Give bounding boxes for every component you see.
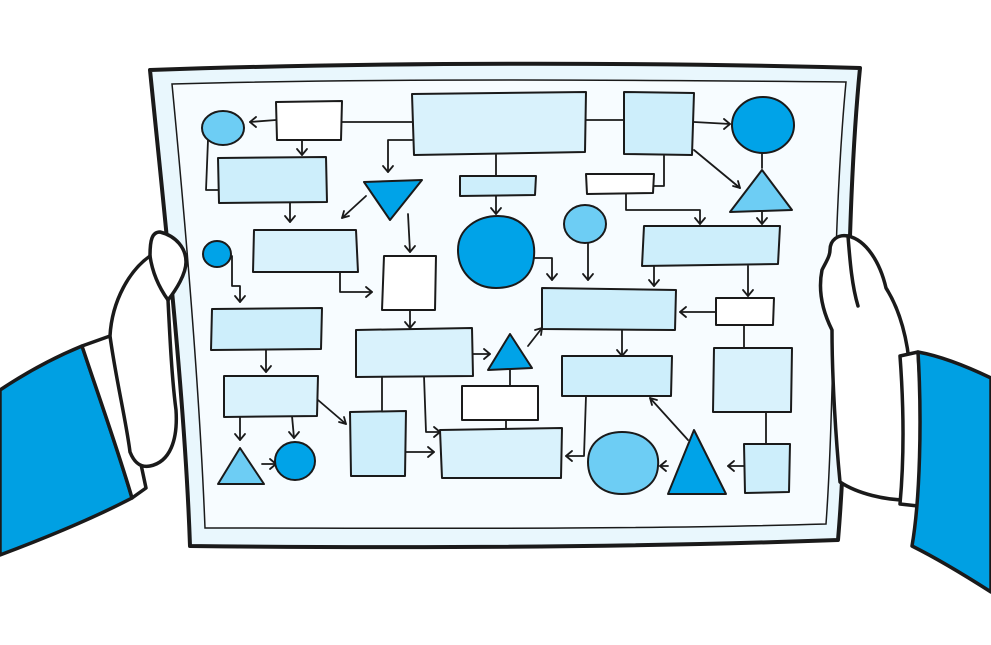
connector-line — [546, 273, 558, 281]
right-sleeve — [910, 350, 991, 594]
extract-triangle — [729, 169, 793, 213]
connector-line — [260, 365, 272, 373]
connector-line — [341, 195, 367, 219]
extract-triangle — [667, 429, 727, 495]
connector-line — [249, 119, 277, 123]
connector-line — [284, 215, 296, 223]
process-box — [641, 225, 781, 267]
connector-line — [205, 139, 219, 191]
process-box — [623, 91, 695, 156]
merge-triangle — [363, 179, 423, 221]
process-box — [355, 327, 474, 378]
extract-triangle — [217, 447, 265, 485]
decision-circle — [202, 240, 232, 268]
connector-line — [407, 213, 411, 253]
process-box — [381, 255, 437, 311]
decision-circle — [274, 441, 316, 481]
process-box — [585, 173, 655, 195]
connector-line — [659, 460, 667, 472]
connector-line — [693, 121, 731, 125]
left-hand — [0, 230, 188, 557]
decision-circle — [731, 96, 795, 154]
process-box — [252, 229, 359, 273]
connector-line — [727, 460, 735, 472]
decision-circle — [456, 214, 536, 290]
right-thumb-line — [846, 234, 860, 308]
connector-line — [339, 271, 373, 293]
extract-triangle — [487, 333, 533, 371]
connector-line — [288, 431, 300, 439]
connector-line — [365, 286, 373, 298]
connector-line — [732, 180, 741, 189]
right-hand — [818, 233, 991, 594]
connector-line — [648, 279, 660, 287]
connector-line — [427, 446, 435, 458]
connector-line — [679, 306, 687, 318]
connector-line — [649, 397, 658, 406]
connector-line — [296, 148, 308, 156]
connector-line — [533, 257, 553, 281]
connector-line — [694, 217, 706, 225]
connector-line — [649, 397, 689, 441]
connector-line — [423, 375, 441, 433]
connector-line — [490, 207, 502, 215]
process-box — [712, 347, 793, 413]
process-box — [349, 410, 407, 477]
flowchart-boxes — [210, 91, 793, 494]
decision-circle — [563, 204, 607, 244]
connector-line — [317, 399, 347, 425]
connector-line — [693, 149, 741, 189]
process-box — [411, 91, 587, 156]
connector-line — [625, 193, 701, 225]
connector-line — [234, 295, 246, 303]
process-box — [439, 427, 563, 479]
connector-line — [653, 155, 665, 187]
connector-lines — [205, 116, 768, 472]
process-box — [217, 156, 328, 204]
connector-line — [341, 210, 350, 219]
connector-line — [742, 289, 754, 297]
connector-line — [234, 433, 246, 441]
process-box — [459, 175, 537, 197]
flowchart-triangles — [217, 169, 793, 495]
connector-line — [527, 327, 543, 347]
decision-circle — [586, 430, 660, 496]
connector-line — [723, 118, 731, 130]
process-box — [461, 385, 539, 421]
left-glove — [108, 230, 188, 469]
connector-line — [565, 395, 587, 457]
process-box — [275, 100, 343, 141]
process-box — [223, 375, 319, 418]
connector-line — [565, 450, 573, 462]
connector-line — [404, 245, 416, 253]
process-box — [743, 443, 791, 494]
process-box — [715, 297, 775, 326]
connector-line — [387, 139, 413, 173]
connector-line — [291, 415, 295, 439]
connector-line — [231, 255, 241, 303]
connector-line — [582, 273, 594, 281]
connector-line — [404, 321, 416, 329]
flowchart-circles — [201, 96, 795, 496]
left-thumb-line — [148, 254, 170, 302]
connector-line — [338, 416, 347, 425]
connector-line — [756, 217, 768, 225]
connector-line — [483, 348, 491, 360]
process-box — [210, 307, 323, 351]
process-box — [561, 355, 673, 397]
connector-line — [249, 116, 257, 128]
decision-circle — [201, 110, 245, 146]
process-box — [541, 287, 677, 331]
connector-line — [382, 165, 394, 173]
